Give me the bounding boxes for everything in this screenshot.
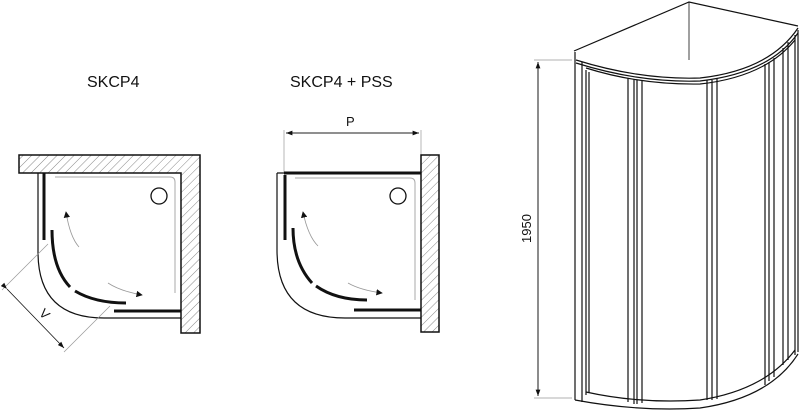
skcp4-pss-plan-view: P — [276, 114, 440, 333]
dimension-p-label: P — [346, 114, 355, 129]
drain-icon — [389, 187, 407, 205]
corner-wall — [18, 154, 201, 334]
enclosure-3d-view — [534, 1, 799, 410]
drain-icon — [150, 187, 168, 205]
side-wall — [420, 154, 440, 333]
left-diagram-title: SKCP4 — [87, 74, 140, 91]
height-dimension-label: 1950 — [519, 214, 534, 243]
middle-diagram-title: SKCP4 + PSS — [290, 74, 393, 91]
dimension-v-label: V — [36, 306, 53, 323]
skcp4-plan-view: V — [0, 154, 201, 353]
